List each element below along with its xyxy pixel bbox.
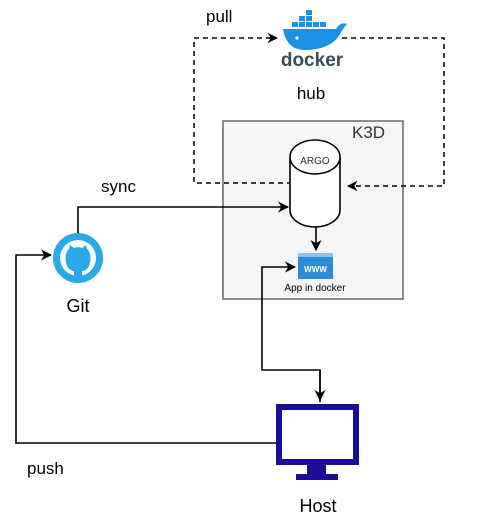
host-label: Host: [299, 496, 336, 516]
desktop-monitor-icon: [276, 404, 359, 480]
www-browser-icon: WWW: [298, 253, 333, 279]
pull-arrow-to-hub: [193, 32, 292, 184]
pull-label: pull: [206, 7, 232, 26]
github-octocat-icon: [53, 233, 103, 283]
argo-label: ARGO: [300, 156, 330, 167]
www-label: WWW: [304, 265, 327, 274]
push-arrow: [15, 249, 277, 444]
docker-wordmark: docker: [281, 50, 344, 71]
sync-arrow: [77, 201, 290, 233]
k3d-label: K3D: [352, 123, 385, 142]
hub-label: hub: [297, 84, 325, 103]
git-label: Git: [66, 296, 89, 316]
argo-database: [289, 139, 341, 228]
app-in-docker-label: App in docker: [284, 283, 346, 294]
hub-arrow-to-argo: [342, 37, 445, 192]
docker-whale-icon: [283, 10, 347, 50]
sync-label: sync: [101, 177, 136, 196]
push-label: push: [27, 459, 64, 478]
